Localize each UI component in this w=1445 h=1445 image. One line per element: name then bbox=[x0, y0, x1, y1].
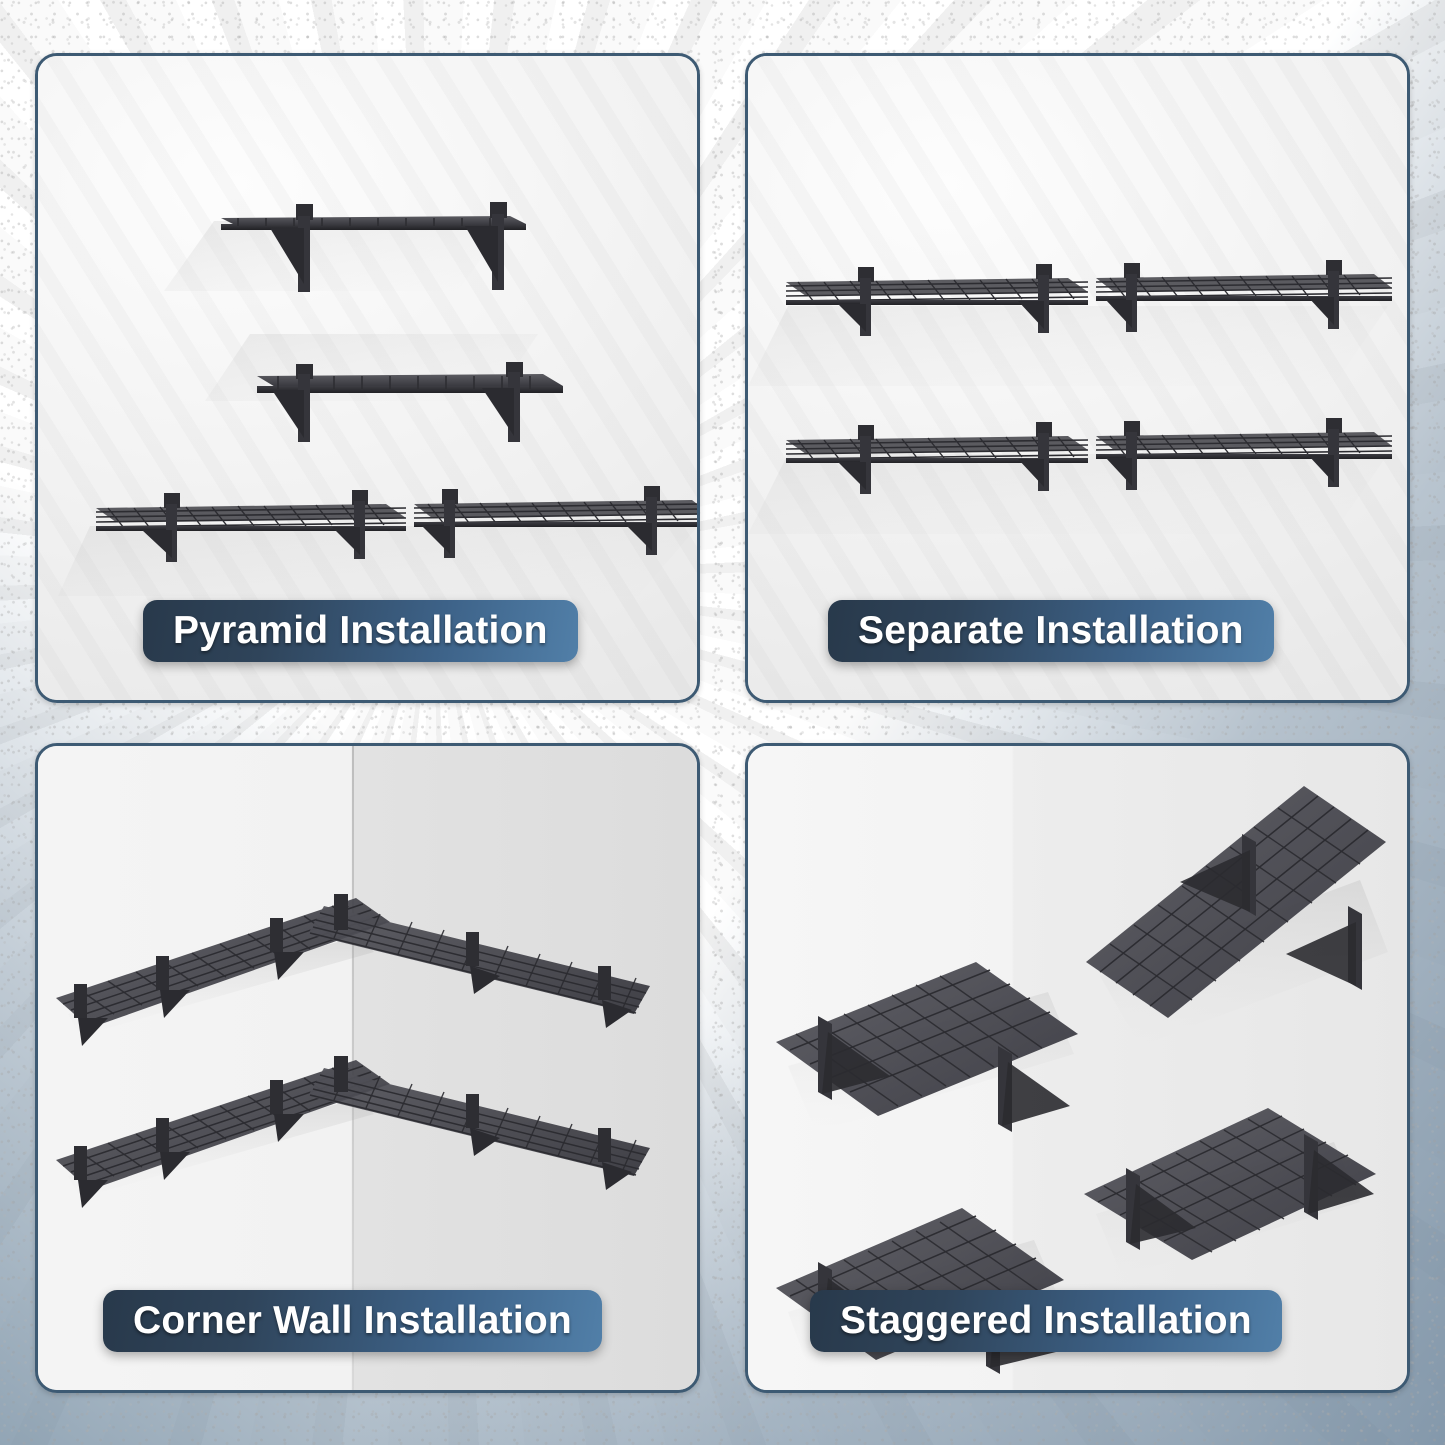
bracket bbox=[624, 486, 660, 555]
bracket bbox=[332, 490, 368, 559]
panel-label-text: Corner Wall Installation bbox=[133, 1299, 572, 1342]
bracket bbox=[270, 204, 313, 292]
bracket bbox=[270, 1080, 304, 1142]
bracket bbox=[156, 956, 190, 1018]
panel-separate-installation[interactable]: Separate Installation bbox=[745, 53, 1410, 703]
bracket bbox=[998, 1046, 1070, 1132]
panel-label-text: Staggered Installation bbox=[840, 1299, 1252, 1342]
panel-corner-wall-installation[interactable]: Corner Wall Installation bbox=[35, 743, 700, 1393]
staggered-shelf-1 bbox=[1086, 786, 1388, 1046]
separate-shelf-illustration bbox=[748, 260, 1393, 534]
bracket bbox=[466, 932, 500, 994]
pyramid-shelf-illustration bbox=[58, 202, 697, 596]
bracket bbox=[334, 894, 348, 930]
bracket bbox=[272, 364, 313, 442]
bracket bbox=[482, 362, 523, 442]
bracket bbox=[334, 1056, 348, 1092]
bracket bbox=[466, 1094, 500, 1156]
bracket bbox=[422, 489, 458, 558]
bracket bbox=[1180, 834, 1256, 916]
bracket bbox=[1308, 260, 1342, 329]
panel-staggered-installation[interactable]: Staggered Installation bbox=[745, 743, 1410, 1393]
bracket bbox=[1126, 1168, 1196, 1250]
corner-shelf-upper bbox=[56, 894, 650, 1046]
panel-label-text: Separate Installation bbox=[858, 609, 1244, 652]
shelf-row-1 bbox=[785, 260, 1393, 336]
bracket bbox=[74, 984, 108, 1046]
bracket bbox=[1106, 421, 1140, 490]
bracket bbox=[1304, 1134, 1374, 1220]
bracket bbox=[598, 966, 632, 1028]
shelf-row-3 bbox=[95, 486, 697, 562]
bracket bbox=[598, 1128, 632, 1190]
panel-label-badge-corner-wall: Corner Wall Installation bbox=[103, 1290, 602, 1352]
bracket bbox=[1286, 906, 1362, 990]
panel-label-text: Pyramid Installation bbox=[173, 609, 548, 652]
installation-panel-grid: Pyramid Installation bbox=[35, 53, 1410, 1393]
bracket bbox=[1018, 422, 1052, 491]
staggered-shelf-3 bbox=[1084, 1108, 1376, 1276]
bracket bbox=[270, 918, 304, 980]
panel-label-badge-pyramid: Pyramid Installation bbox=[143, 600, 578, 662]
bracket bbox=[1308, 418, 1342, 487]
corner-shelf-lower bbox=[56, 1056, 650, 1208]
staggered-shelf-2 bbox=[776, 962, 1078, 1132]
bracket bbox=[838, 425, 874, 494]
bracket bbox=[1018, 264, 1052, 333]
bracket bbox=[74, 1146, 108, 1208]
bracket bbox=[818, 1016, 890, 1100]
shelf-row-2 bbox=[257, 362, 563, 442]
bracket bbox=[1106, 263, 1140, 332]
bracket bbox=[142, 493, 180, 562]
wall-scene-corner bbox=[38, 746, 697, 1390]
shelf-row-2 bbox=[785, 418, 1393, 494]
shelf-row-1 bbox=[221, 202, 526, 292]
panel-pyramid-installation[interactable]: Pyramid Installation bbox=[35, 53, 700, 703]
bracket bbox=[465, 202, 507, 290]
panel-label-badge-separate: Separate Installation bbox=[828, 600, 1274, 662]
bracket bbox=[838, 267, 874, 336]
panel-label-badge-staggered: Staggered Installation bbox=[810, 1290, 1282, 1352]
corner-shelf-illustration bbox=[56, 894, 650, 1208]
bracket bbox=[156, 1118, 190, 1180]
